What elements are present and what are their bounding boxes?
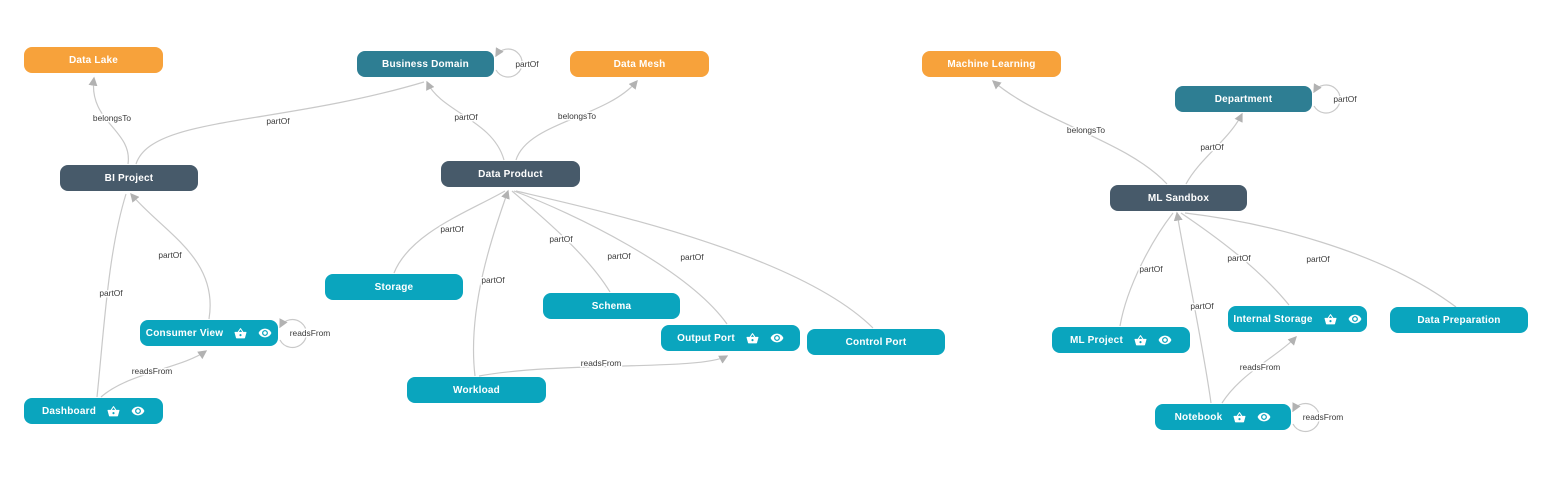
edge-dashboard-bi-project (96, 193, 127, 398)
node-label: Output Port (677, 332, 735, 344)
node-label: Data Product (478, 168, 543, 180)
edge-notebook-ml-sandbox (1173, 211, 1212, 404)
edge-label-partOf: partOf (515, 59, 539, 69)
edge-data-product-business-domain (426, 80, 505, 161)
edge-label-partOf: partOf (158, 250, 182, 260)
edge-output-port-data-product (513, 190, 728, 325)
edge-label-readsFrom: readsFrom (132, 366, 173, 376)
edge-label-belongsTo: belongsTo (558, 111, 597, 121)
node-label: Control Port (845, 336, 907, 348)
node-consumer-view[interactable]: Consumer View (140, 320, 278, 346)
edge-label-partOf: partOf (1227, 253, 1251, 263)
node-ml-project[interactable]: ML Project (1052, 327, 1190, 353)
edge-label-partOf: partOf (680, 252, 704, 262)
edge-control-port-data-product (515, 190, 874, 329)
edge-label-partOf: partOf (1200, 142, 1224, 152)
basket-icon[interactable] (1324, 313, 1337, 326)
basket-icon[interactable] (107, 405, 120, 418)
edge-label-partOf: partOf (99, 288, 123, 298)
edge-internal-storage-ml-sandbox (1180, 212, 1290, 306)
edge-data-product-data-mesh (515, 79, 638, 161)
edge-department-department (1313, 83, 1341, 114)
edge-storage-data-product (393, 190, 506, 274)
edge-label-belongsTo: belongsTo (1067, 125, 1106, 135)
node-control-port[interactable]: Control Port (807, 329, 945, 355)
edge-label-readsFrom: readsFrom (581, 358, 622, 368)
edge-label-partOf: partOf (1139, 264, 1163, 274)
node-data-mesh[interactable]: Data Mesh (570, 51, 709, 77)
edge-bi-project-data-lake (88, 76, 129, 165)
node-data-preparation[interactable]: Data Preparation (1390, 307, 1528, 333)
node-label: Schema (591, 300, 632, 312)
node-business-domain[interactable]: Business Domain (357, 51, 494, 77)
node-label: Department (1214, 93, 1273, 105)
node-label: Data Mesh (613, 58, 666, 70)
node-data-product[interactable]: Data Product (441, 161, 580, 187)
edge-dashboard-consumer-view (100, 350, 208, 398)
node-label: Notebook (1174, 411, 1223, 423)
edge-label-partOf: partOf (1190, 301, 1214, 311)
edge-label-partOf: partOf (454, 112, 478, 122)
node-label: ML Sandbox (1147, 192, 1210, 204)
node-label: Dashboard (41, 405, 97, 417)
node-storage[interactable]: Storage (325, 274, 463, 300)
edge-label-partOf: partOf (607, 251, 631, 261)
edge-workload-output-port (478, 355, 729, 377)
node-internal-storage[interactable]: Internal Storage (1228, 306, 1367, 332)
node-label: Business Domain (382, 58, 469, 70)
basket-icon[interactable] (1233, 411, 1246, 424)
edge-notebook-notebook (1292, 402, 1320, 433)
edge-ml-sandbox-department (1185, 112, 1243, 185)
edge-ml-project-ml-sandbox (1119, 212, 1174, 327)
basket-icon[interactable] (1134, 334, 1147, 347)
node-label: Consumer View (145, 327, 224, 339)
node-label: ML Project (1070, 334, 1123, 346)
basket-icon[interactable] (234, 327, 247, 340)
node-label: Internal Storage (1233, 313, 1313, 325)
node-label: Storage (374, 281, 414, 293)
eye-icon[interactable] (1257, 410, 1271, 424)
edge-label-readsFrom: readsFrom (1303, 412, 1344, 422)
eye-icon[interactable] (258, 326, 272, 340)
node-notebook[interactable]: Notebook (1155, 404, 1291, 430)
edge-schema-data-product (511, 190, 611, 293)
edge-consumer-view-bi-project (130, 192, 211, 320)
edge-label-partOf: partOf (440, 224, 464, 234)
edge-label-partOf: partOf (1333, 94, 1357, 104)
node-label: BI Project (104, 172, 154, 184)
node-label: Workload (453, 384, 500, 396)
eye-icon[interactable] (131, 404, 145, 418)
edge-data-preparation-ml-sandbox (1184, 212, 1457, 308)
edge-bi-project-business-domain (135, 81, 425, 165)
edge-label-partOf: partOf (549, 234, 573, 244)
edge-ml-sandbox-machine-learning (991, 80, 1168, 185)
edge-notebook-internal-storage (1221, 336, 1297, 404)
node-schema[interactable]: Schema (543, 293, 680, 319)
eye-icon[interactable] (1158, 333, 1172, 347)
edge-label-readsFrom: readsFrom (1240, 362, 1281, 372)
node-label: Machine Learning (947, 58, 1036, 70)
node-dashboard[interactable]: Dashboard (24, 398, 163, 424)
eye-icon[interactable] (1348, 312, 1362, 326)
edge-label-readsFrom: readsFrom (290, 328, 331, 338)
edge-label-partOf: partOf (1306, 254, 1330, 264)
node-ml-sandbox[interactable]: ML Sandbox (1110, 185, 1247, 211)
edge-label-partOf: partOf (266, 116, 290, 126)
edge-label-belongsTo: belongsTo (93, 113, 132, 123)
node-workload[interactable]: Workload (407, 377, 546, 403)
node-label: Data Preparation (1417, 314, 1501, 326)
node-output-port[interactable]: Output Port (661, 325, 800, 351)
edge-business-domain-business-domain (495, 47, 523, 78)
node-label: Data Lake (68, 54, 119, 66)
node-machine-learning[interactable]: Machine Learning (922, 51, 1061, 77)
eye-icon[interactable] (770, 331, 784, 345)
edge-consumer-view-consumer-view (279, 318, 307, 349)
node-data-lake[interactable]: Data Lake (24, 47, 163, 73)
basket-icon[interactable] (746, 332, 759, 345)
edge-label-partOf: partOf (481, 275, 505, 285)
edge-workload-data-product (472, 189, 510, 377)
node-department[interactable]: Department (1175, 86, 1312, 112)
node-bi-project[interactable]: BI Project (60, 165, 198, 191)
